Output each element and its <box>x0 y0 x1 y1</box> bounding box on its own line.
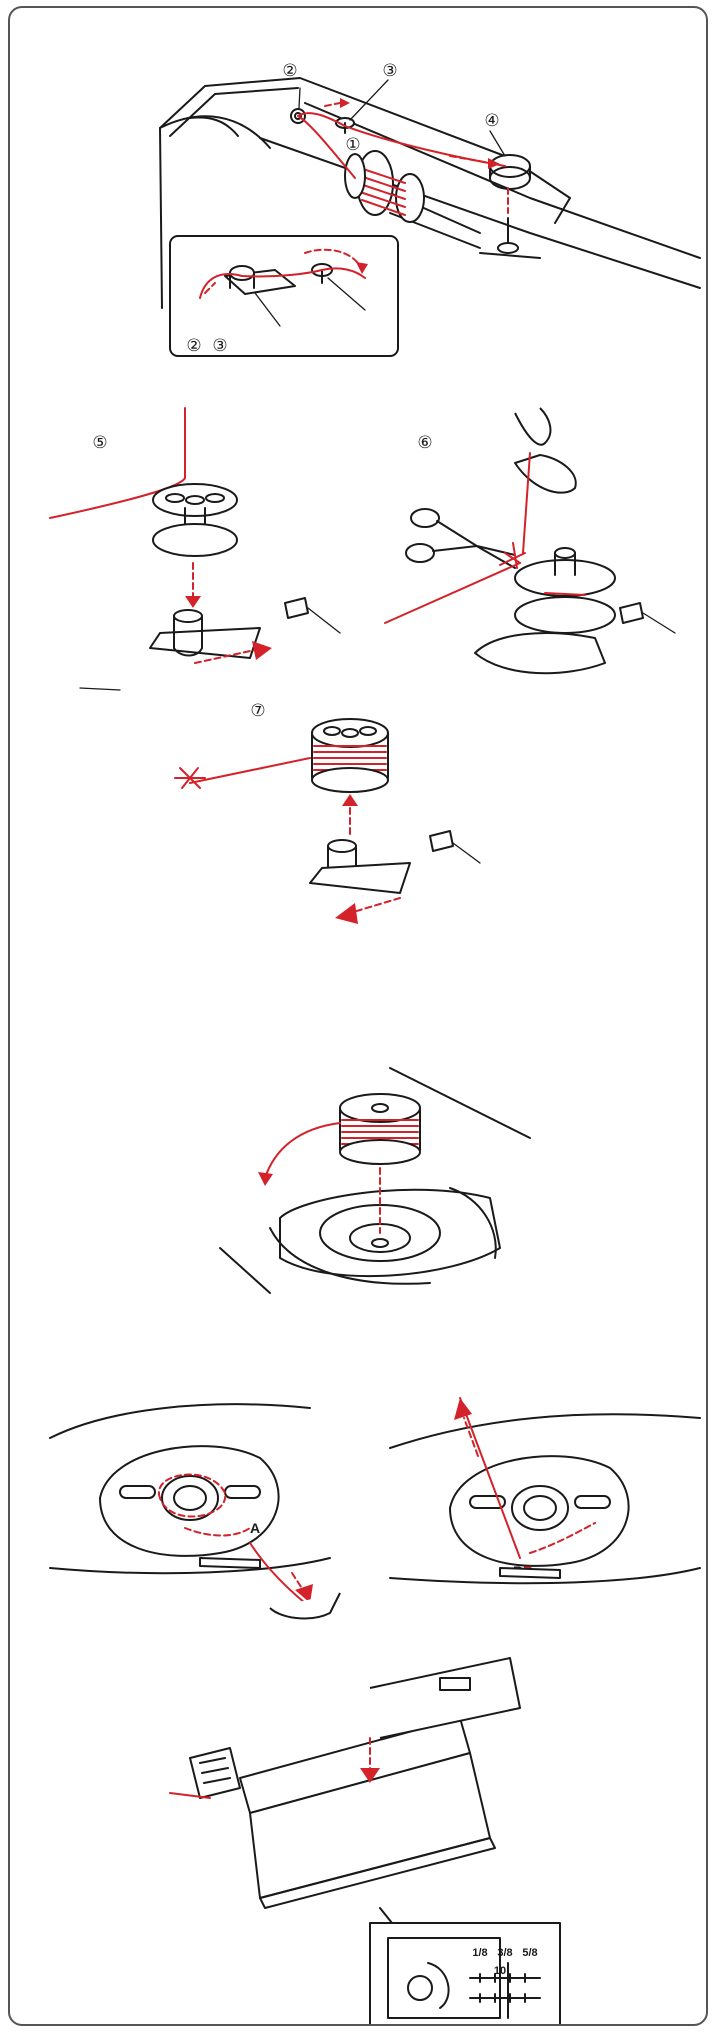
step-marker-1: ① <box>345 135 360 155</box>
step-marker-2: ② <box>282 61 297 81</box>
scale-metric-10: 10 <box>494 1965 506 1977</box>
remove-bobbin-illustration: ⑦ <box>210 688 510 948</box>
attach-cover-plate-illustration: 1/8 3/8 5/8 10 <box>170 1658 670 2026</box>
tension-point-a-label: A <box>250 1520 260 1536</box>
step-marker-5: ⑤ <box>92 433 107 453</box>
thread-to-point-b-illustration: B B <box>380 1378 708 1608</box>
manual-page: ② ③ ① ④ ② ③ ⑤ ⑥ <box>8 6 708 2026</box>
thread-tension-spring-illustration: A <box>10 1378 340 1628</box>
bobbin-winder-threading-illustration: ② ③ ① ④ ② ③ <box>10 8 708 388</box>
hold-and-trim-thread-illustration: ⑥ <box>365 403 705 693</box>
inset-step-marker-2: ② <box>186 336 201 356</box>
scale-fraction-5-8: 5/8 <box>522 1947 537 1959</box>
scale-fraction-3-8: 3/8 <box>497 1947 512 1959</box>
scale-fraction-1-8: 1/8 <box>472 1947 487 1959</box>
step-marker-3: ③ <box>382 61 397 81</box>
step-marker-7: ⑦ <box>250 701 265 721</box>
bobbin-on-spindle-illustration: ⑤ <box>40 408 370 688</box>
step-marker-4: ④ <box>484 111 499 131</box>
inset-step-marker-3: ③ <box>212 336 227 356</box>
insert-bobbin-illustration <box>210 1068 530 1328</box>
step-marker-6: ⑥ <box>417 433 432 453</box>
